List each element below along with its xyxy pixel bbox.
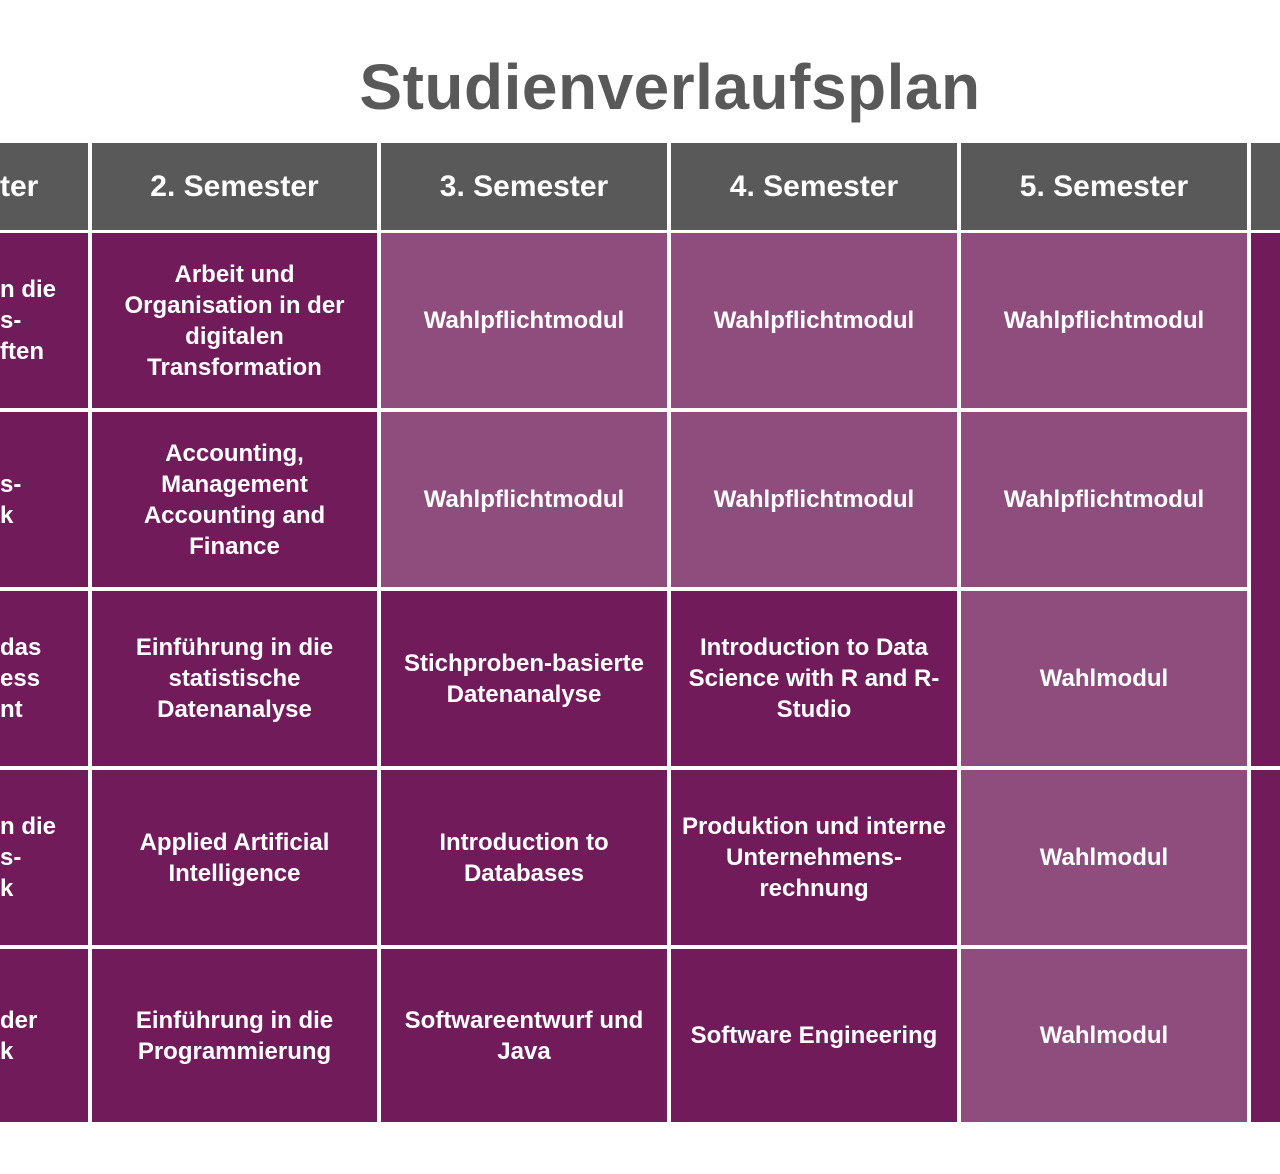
semester-header xyxy=(1251,143,1280,230)
module-text-line: s- xyxy=(0,307,22,334)
module-text-line: nt xyxy=(0,696,23,723)
module-cell: Wahlmodul xyxy=(961,949,1247,1122)
module-cell: Softwareentwurf und Java xyxy=(381,949,667,1122)
module-text-line: k xyxy=(0,875,14,902)
module-cell: Introduction to Data Science with R and … xyxy=(671,591,957,766)
module-text-line: k xyxy=(0,1037,14,1065)
module-text-line: k xyxy=(0,501,14,529)
module-cell: Wahlpflichtmodul xyxy=(961,412,1247,587)
module-text-line: s- xyxy=(0,470,22,498)
module-cell: Introduction to Databases xyxy=(381,770,667,945)
module-cell: n die s-k xyxy=(0,770,88,945)
module-cell: Wahlpflichtmodul xyxy=(381,233,667,408)
semester-header: 2. Semester xyxy=(92,143,377,230)
module-text: der k xyxy=(0,1005,37,1067)
module-cell: Produktion und interne Unternehmens-rech… xyxy=(671,770,957,945)
module-text: n die s-k xyxy=(0,811,56,904)
module-cell: Stichproben-basierte Datenanalyse xyxy=(381,591,667,766)
module-cell: Wahlmodul xyxy=(961,770,1247,945)
module-cell: n die s-ften xyxy=(0,233,88,408)
module-cell: Wahlpflichtmodul xyxy=(381,412,667,587)
module-text-line: ess xyxy=(0,665,41,692)
module-text-line: das xyxy=(0,634,42,661)
semester-header: 4. Semester xyxy=(671,143,957,230)
module-cell: Wahlpflichtmodul xyxy=(671,412,957,587)
page-title: Studienverlaufsplan xyxy=(359,51,981,123)
module-cell: Einführung in die statistische Datenanal… xyxy=(92,591,377,766)
module-cell: Wahlpflichtmodul xyxy=(961,233,1247,408)
module-cell: Einführung in die Programmierung xyxy=(92,949,377,1122)
module-text-line: s- xyxy=(0,844,22,871)
module-cell xyxy=(1251,233,1280,766)
module-text: das ess nt xyxy=(0,632,41,725)
module-text-line: n die xyxy=(0,813,57,840)
semester-header: 3. Semester xyxy=(381,143,667,230)
module-cell: Accounting, Management Accounting and Fi… xyxy=(92,412,377,587)
module-cell: Applied Artificial Intelligence xyxy=(92,770,377,945)
semester-header: 5. Semester xyxy=(961,143,1247,230)
module-cell: Wahlpflichtmodul xyxy=(671,233,957,408)
module-cell xyxy=(1251,770,1280,1122)
module-cell: Wahlmodul xyxy=(961,591,1247,766)
module-text: n die s-ften xyxy=(0,274,56,367)
module-text-line: der xyxy=(0,1006,38,1034)
module-cell: s-k xyxy=(0,412,88,587)
module-cell: Software Engineering xyxy=(671,949,957,1122)
semester-header: ter xyxy=(0,143,88,230)
module-cell: Arbeit und Organisation in der digitalen… xyxy=(92,233,377,408)
module-text-line: n die xyxy=(0,276,57,303)
module-cell: das ess nt xyxy=(0,591,88,766)
module-text-line: ften xyxy=(0,338,44,365)
module-text: s-k xyxy=(0,469,21,531)
module-cell: der k xyxy=(0,949,88,1122)
